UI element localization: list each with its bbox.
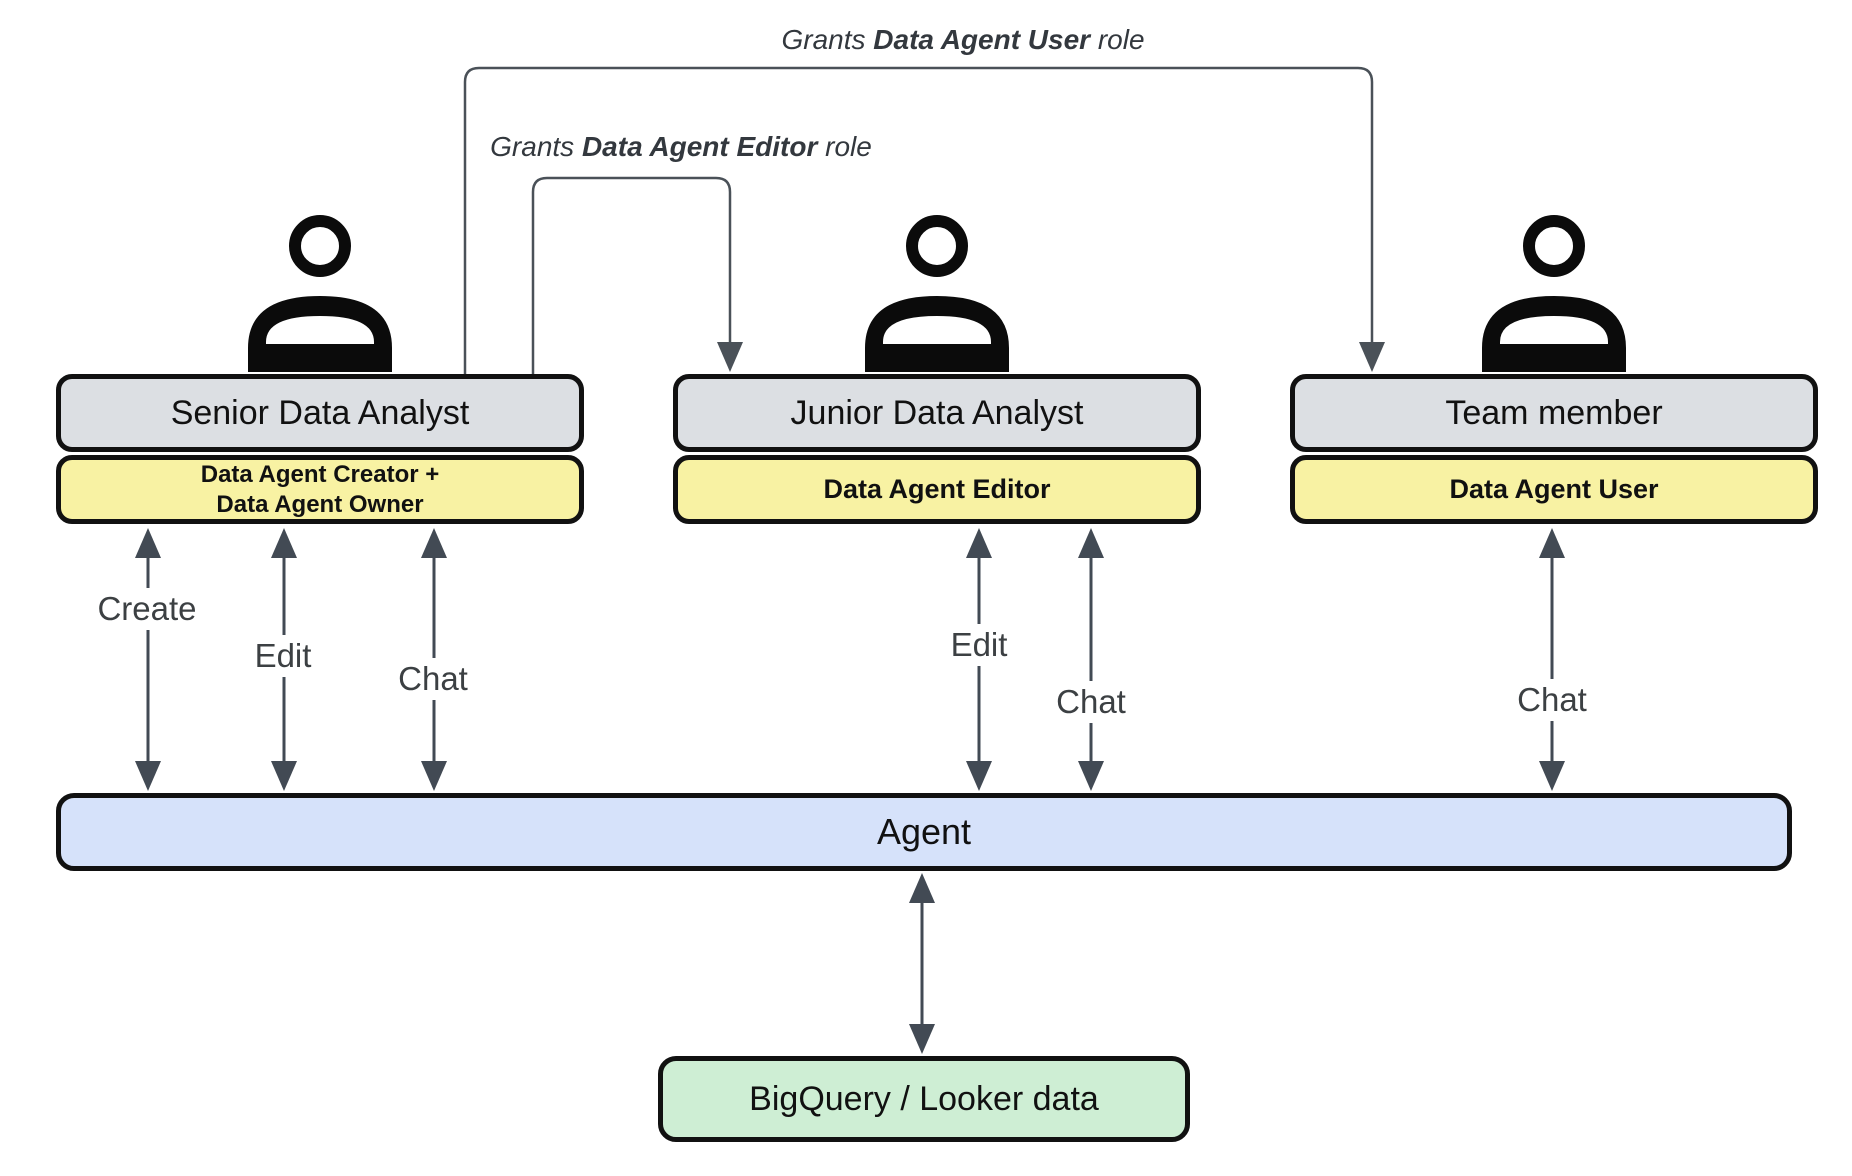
agent-bar: Agent xyxy=(56,793,1792,871)
datastore-box: BigQuery / Looker data xyxy=(658,1056,1190,1142)
actor-title-team: Team member xyxy=(1445,393,1663,432)
role-badge-team: Data Agent User xyxy=(1290,455,1818,524)
role-label-junior: Data Agent Editor xyxy=(823,474,1051,504)
edit-label-junior: Edit xyxy=(942,624,1016,666)
role-line1-senior: Data Agent Creator + xyxy=(200,460,440,488)
grant-editor-connector xyxy=(531,176,743,374)
chat-arrow-team xyxy=(1539,528,1565,791)
datastore-label: BigQuery / Looker data xyxy=(749,1079,1099,1118)
actor-box-senior: Senior Data Analyst xyxy=(56,374,584,452)
chat-label-senior: Chat xyxy=(390,658,476,700)
role-label-team: Data Agent User xyxy=(1449,474,1659,504)
create-arrow-senior xyxy=(135,528,161,791)
role-line2-senior: Data Agent Owner xyxy=(216,490,424,518)
chat-arrow-junior xyxy=(1078,528,1104,791)
grant-user-label: Grants Data Agent User role xyxy=(781,24,1145,55)
role-badge-junior: Data Agent Editor xyxy=(673,455,1201,524)
grant-editor-label: Grants Data Agent Editor role xyxy=(490,131,872,162)
actor-box-team: Team member xyxy=(1290,374,1818,452)
actor-title-senior: Senior Data Analyst xyxy=(170,393,470,432)
person-icon-junior xyxy=(865,215,1009,372)
person-icon-team xyxy=(1482,215,1626,372)
person-icon-senior xyxy=(248,215,392,372)
chat-label-team: Chat xyxy=(1509,679,1595,721)
actor-box-junior: Junior Data Analyst xyxy=(673,374,1201,452)
edit-label-senior: Edit xyxy=(246,635,320,677)
agent-label: Agent xyxy=(876,811,972,852)
grant-user-connector xyxy=(463,66,1385,374)
chat-label-junior: Chat xyxy=(1048,681,1134,723)
create-label-senior: Create xyxy=(89,588,205,630)
actor-title-junior: Junior Data Analyst xyxy=(790,393,1084,432)
agent-datastore-arrow xyxy=(909,873,935,1054)
role-badge-senior: Data Agent Creator +Data Agent Owner xyxy=(56,455,584,524)
